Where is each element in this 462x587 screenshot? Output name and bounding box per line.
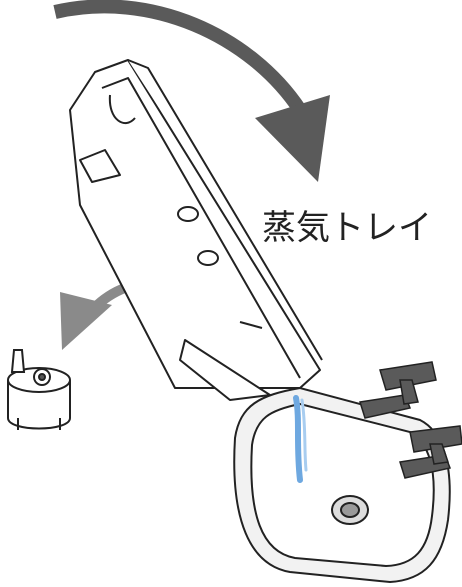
sink-icon: [234, 388, 450, 582]
steam-tray-label: 蒸気トレイ: [262, 200, 432, 249]
water-tank-icon: [8, 350, 70, 430]
faucet-upper-icon: [360, 362, 436, 418]
